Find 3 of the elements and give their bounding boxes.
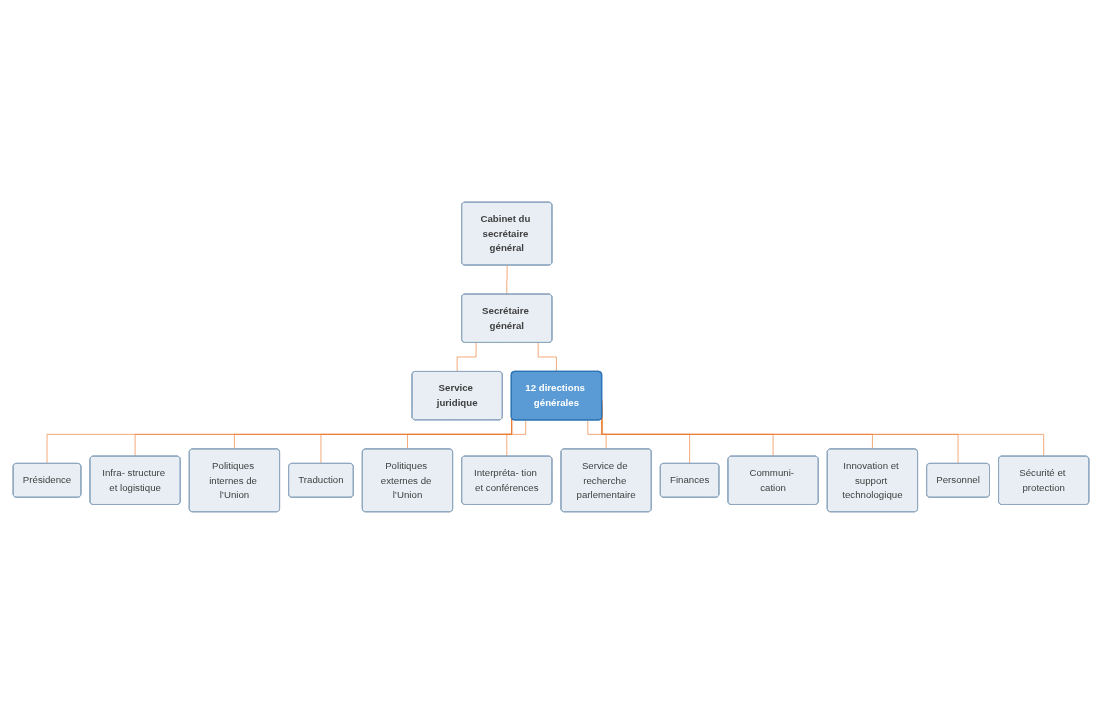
connector [537, 342, 558, 372]
connector [506, 419, 527, 457]
connector [587, 419, 607, 450]
